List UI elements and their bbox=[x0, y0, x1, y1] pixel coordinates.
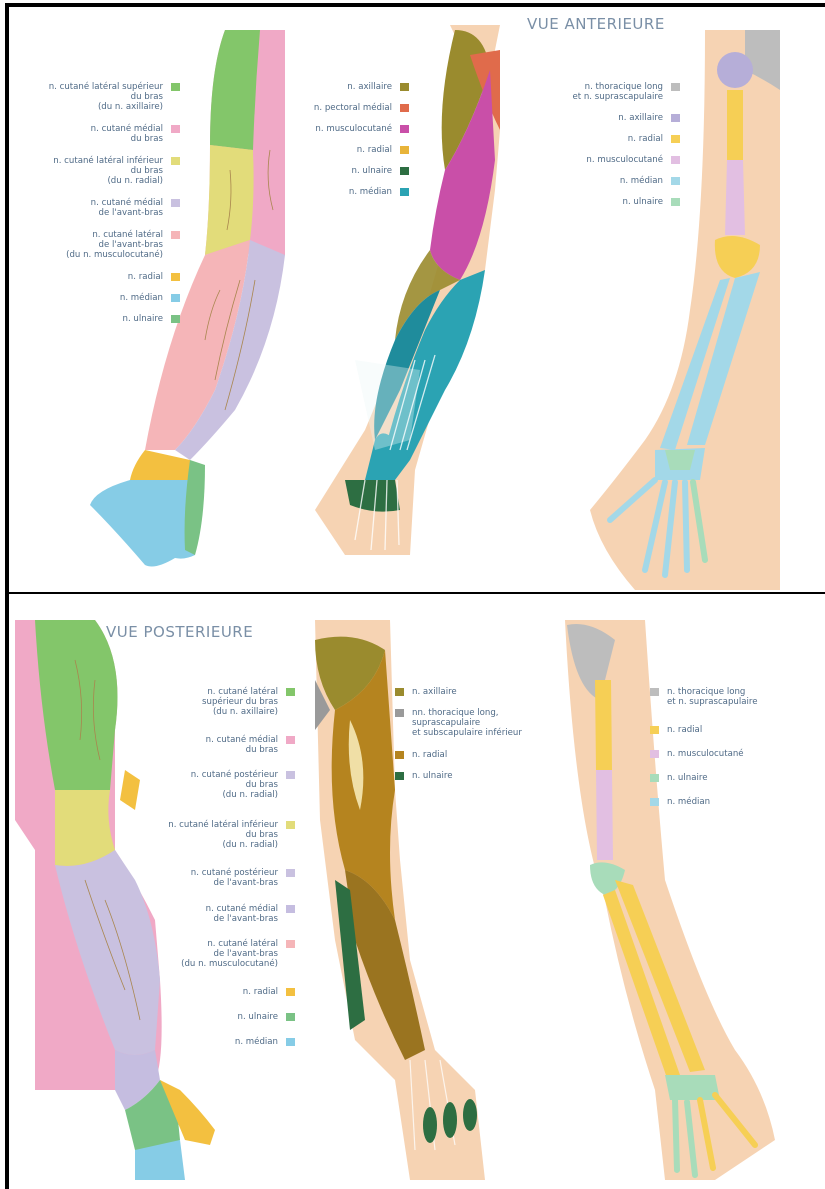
legend-item: n. cutané latéral de l'avant-bras (du n.… bbox=[181, 939, 278, 969]
legend-item: n. médian bbox=[620, 176, 663, 186]
legend-label: n. cutané postérieur du bras (du n. radi… bbox=[191, 770, 278, 800]
legend-label: n. ulnaire bbox=[123, 314, 163, 324]
legend-item: n. ulnaire bbox=[667, 773, 707, 783]
legend-swatch bbox=[286, 869, 295, 877]
legend-swatch bbox=[671, 135, 680, 143]
legend-item: n. axillaire bbox=[412, 687, 457, 697]
legend-label: n. ulnaire bbox=[667, 773, 707, 783]
legend-label: n. cutané latéral inférieur du bras (du … bbox=[168, 820, 278, 850]
legend-item: n. radial bbox=[412, 750, 447, 760]
legend-swatch bbox=[286, 1013, 295, 1021]
posterior-bone-legend: n. thoracique long et n. suprascapulaire… bbox=[667, 687, 817, 817]
legend-swatch bbox=[650, 798, 659, 806]
legend-swatch bbox=[395, 772, 404, 780]
legend-item: n. thoracique long et n. suprascapulaire bbox=[572, 82, 663, 102]
legend-swatch bbox=[286, 688, 295, 696]
legend-label: n. radial bbox=[128, 272, 163, 282]
legend-label: n. médian bbox=[120, 293, 163, 303]
legend-swatch bbox=[171, 294, 180, 302]
legend-label: n. cutané latéral supérieur du bras (du … bbox=[202, 687, 278, 717]
legend-label: n. cutané latéral de l'avant-bras (du n.… bbox=[66, 230, 163, 260]
legend-label: n. axillaire bbox=[618, 113, 663, 123]
legend-label: n. cutané médial de l'avant-bras bbox=[206, 904, 278, 924]
legend-swatch bbox=[650, 726, 659, 734]
legend-item: n. médian bbox=[667, 797, 710, 807]
legend-item: nn. thoracique long, suprascapulaire et … bbox=[412, 708, 522, 738]
legend-label: n. thoracique long et n. suprascapulaire bbox=[572, 82, 663, 102]
legend-label: n. cutané médial du bras bbox=[206, 735, 278, 755]
legend-swatch bbox=[171, 231, 180, 239]
legend-swatch bbox=[171, 273, 180, 281]
posterior-muscle-legend: n. axillaire nn. thoracique long, supras… bbox=[412, 687, 592, 807]
legend-item: n. cutané latéral inférieur du bras (du … bbox=[168, 820, 278, 850]
legend-swatch bbox=[650, 774, 659, 782]
legend-label: nn. thoracique long, suprascapulaire et … bbox=[412, 708, 522, 738]
legend-item: n. médian bbox=[120, 293, 163, 303]
legend-swatch bbox=[286, 821, 295, 829]
legend-swatch bbox=[395, 751, 404, 759]
legend-item: n. médian bbox=[235, 1037, 278, 1047]
anterior-bone-legend: n. thoracique long et n. suprascapulaire… bbox=[15, 82, 663, 212]
legend-label: n. ulnaire bbox=[623, 197, 663, 207]
legend-swatch bbox=[171, 315, 180, 323]
legend-item: n. cutané médial de l'avant-bras bbox=[206, 904, 278, 924]
legend-swatch bbox=[286, 905, 295, 913]
legend-label: n. radial bbox=[243, 987, 278, 997]
legend-item: n. axillaire bbox=[618, 113, 663, 123]
legend-item: n. cutané postérieur du bras (du n. radi… bbox=[191, 770, 278, 800]
legend-swatch bbox=[671, 177, 680, 185]
legend-item: n. cutané latéral de l'avant-bras (du n.… bbox=[66, 230, 163, 260]
legend-item: n. ulnaire bbox=[123, 314, 163, 324]
legend-swatch bbox=[286, 1038, 295, 1046]
anterior-panel: VUE ANTERIEURE n. cutané latéral supérie… bbox=[15, 10, 825, 590]
legend-item: n. radial bbox=[128, 272, 163, 282]
frame-divider bbox=[5, 592, 825, 594]
legend-item: n. cutané postérieur de l'avant-bras bbox=[191, 868, 278, 888]
posterior-skin-legend: n. cutané latéral supérieur du bras (du … bbox=[15, 687, 278, 987]
legend-label: n. ulnaire bbox=[238, 1012, 278, 1022]
legend-swatch bbox=[671, 156, 680, 164]
legend-swatch bbox=[671, 198, 680, 206]
legend-swatch bbox=[671, 83, 680, 91]
legend-item: n. ulnaire bbox=[623, 197, 663, 207]
legend-label: n. médian bbox=[620, 176, 663, 186]
legend-item: n. ulnaire bbox=[238, 1012, 278, 1022]
frame-top bbox=[5, 3, 825, 7]
legend-label: n. médian bbox=[667, 797, 710, 807]
legend-label: n. musculocutané bbox=[667, 749, 744, 759]
legend-item: n. radial bbox=[628, 134, 663, 144]
frame-left bbox=[5, 3, 9, 1189]
posterior-panel: VUE POSTERIEURE n. cutané latéral supéri… bbox=[15, 620, 825, 1189]
legend-label: n. cutané postérieur de l'avant-bras bbox=[191, 868, 278, 888]
legend-label: n. musculocutané bbox=[586, 155, 663, 165]
legend-label: n. ulnaire bbox=[412, 771, 452, 781]
legend-swatch bbox=[395, 709, 404, 717]
legend-swatch bbox=[671, 114, 680, 122]
legend-label: n. axillaire bbox=[412, 687, 457, 697]
legend-swatch bbox=[286, 771, 295, 779]
legend-item: n. radial bbox=[667, 725, 702, 735]
legend-item: n. musculocutané bbox=[667, 749, 744, 759]
legend-swatch bbox=[395, 688, 404, 696]
legend-item: n. cutané latéral supérieur du bras (du … bbox=[202, 687, 278, 717]
legend-label: n. radial bbox=[628, 134, 663, 144]
legend-item: n. thoracique long et n. suprascapulaire bbox=[667, 687, 758, 707]
legend-item: n. radial bbox=[243, 987, 278, 997]
posterior-view-title: VUE POSTERIEURE bbox=[106, 623, 253, 641]
legend-label: n. thoracique long et n. suprascapulaire bbox=[667, 687, 758, 707]
legend-label: n. radial bbox=[412, 750, 447, 760]
legend-item: n. musculocutané bbox=[586, 155, 663, 165]
legend-swatch bbox=[650, 688, 659, 696]
anterior-view-title: VUE ANTERIEURE bbox=[527, 15, 665, 33]
legend-swatch bbox=[286, 736, 295, 744]
legend-label: n. médian bbox=[235, 1037, 278, 1047]
legend-item: n. ulnaire bbox=[412, 771, 452, 781]
legend-label: n. radial bbox=[667, 725, 702, 735]
legend-swatch bbox=[286, 940, 295, 948]
legend-swatch bbox=[286, 988, 295, 996]
legend-swatch bbox=[650, 750, 659, 758]
legend-label: n. cutané latéral de l'avant-bras (du n.… bbox=[181, 939, 278, 969]
legend-item: n. cutané médial du bras bbox=[206, 735, 278, 755]
